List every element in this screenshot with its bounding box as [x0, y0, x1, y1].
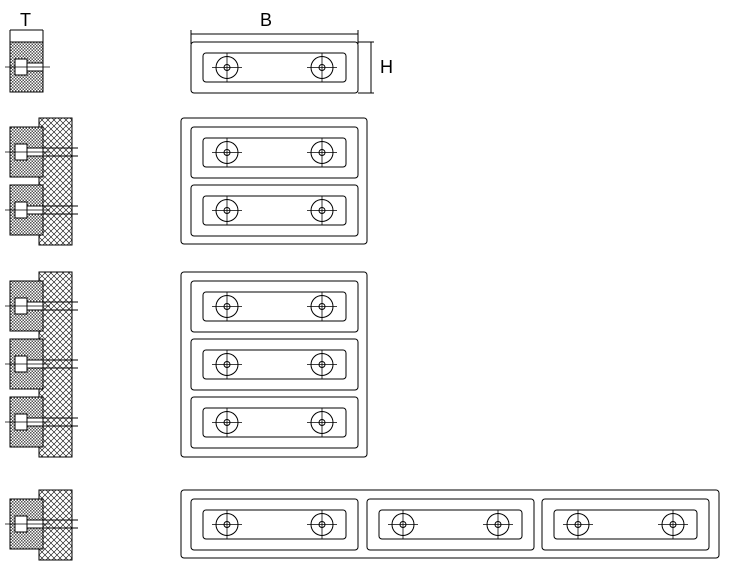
bar-front	[190, 338, 359, 391]
bar-front	[190, 396, 359, 449]
bolt-hole	[212, 195, 242, 226]
bolt-hole	[212, 349, 242, 380]
bolt-hole	[212, 407, 242, 438]
dimension-label-width: B	[260, 10, 272, 30]
bar-front	[190, 184, 359, 237]
housing-frame-horizontal	[180, 489, 720, 559]
side-views	[5, 41, 78, 561]
bar-slot	[202, 509, 347, 540]
bar-outline	[366, 498, 535, 551]
bar-slot	[202, 291, 347, 322]
bar-outline	[190, 184, 359, 237]
side-block	[5, 498, 50, 550]
bar-front	[190, 498, 359, 551]
side-back-plate	[38, 117, 73, 246]
bolt-hole	[307, 137, 337, 168]
bar-outline	[541, 498, 710, 551]
side-block	[5, 126, 50, 178]
bar-slot	[202, 52, 347, 83]
bolt-hole	[307, 407, 337, 438]
bar-outline	[190, 126, 359, 179]
dimension-label-height: H	[380, 57, 393, 77]
bar-front	[190, 280, 359, 333]
dimension-label-thickness: T	[20, 10, 31, 30]
bar-front	[190, 126, 359, 179]
side-block	[5, 184, 50, 236]
side-stack	[5, 489, 78, 561]
side-block	[5, 280, 50, 332]
bolt-hole	[307, 52, 337, 83]
bolt-hole	[388, 509, 418, 540]
bolt-hole	[483, 509, 513, 540]
bar-outline	[190, 280, 359, 333]
bar-slot	[202, 349, 347, 380]
bar-slot	[202, 195, 347, 226]
bar-slot	[378, 509, 523, 540]
bolt-hole	[307, 195, 337, 226]
housing-frame-double	[180, 117, 368, 245]
bar-slot	[202, 407, 347, 438]
side-block	[5, 396, 50, 448]
bolt-hole	[307, 291, 337, 322]
bar-front	[190, 41, 359, 94]
dimension-lines	[9, 29, 374, 94]
bar-outline	[190, 41, 359, 94]
housing-frame-triple	[180, 271, 368, 458]
side-block	[5, 338, 50, 390]
bar-front	[366, 498, 535, 551]
bolt-hole	[563, 509, 593, 540]
bolt-hole	[212, 291, 242, 322]
bolt-hole	[212, 509, 242, 540]
bolt-hole	[658, 509, 688, 540]
bolt-hole	[212, 137, 242, 168]
side-back-plate	[38, 271, 73, 458]
side-block	[5, 41, 50, 93]
front-views	[180, 41, 720, 559]
bar-outline	[190, 338, 359, 391]
bolt-hole	[307, 509, 337, 540]
bar-outline	[190, 396, 359, 449]
bolt-hole	[307, 349, 337, 380]
bar-outline	[190, 498, 359, 551]
side-back-plate	[38, 489, 73, 561]
bar-slot	[553, 509, 698, 540]
bar-front	[541, 498, 710, 551]
side-stack	[5, 117, 78, 246]
bolt-hole	[212, 52, 242, 83]
bar-slot	[202, 137, 347, 168]
side-stack	[5, 271, 78, 458]
